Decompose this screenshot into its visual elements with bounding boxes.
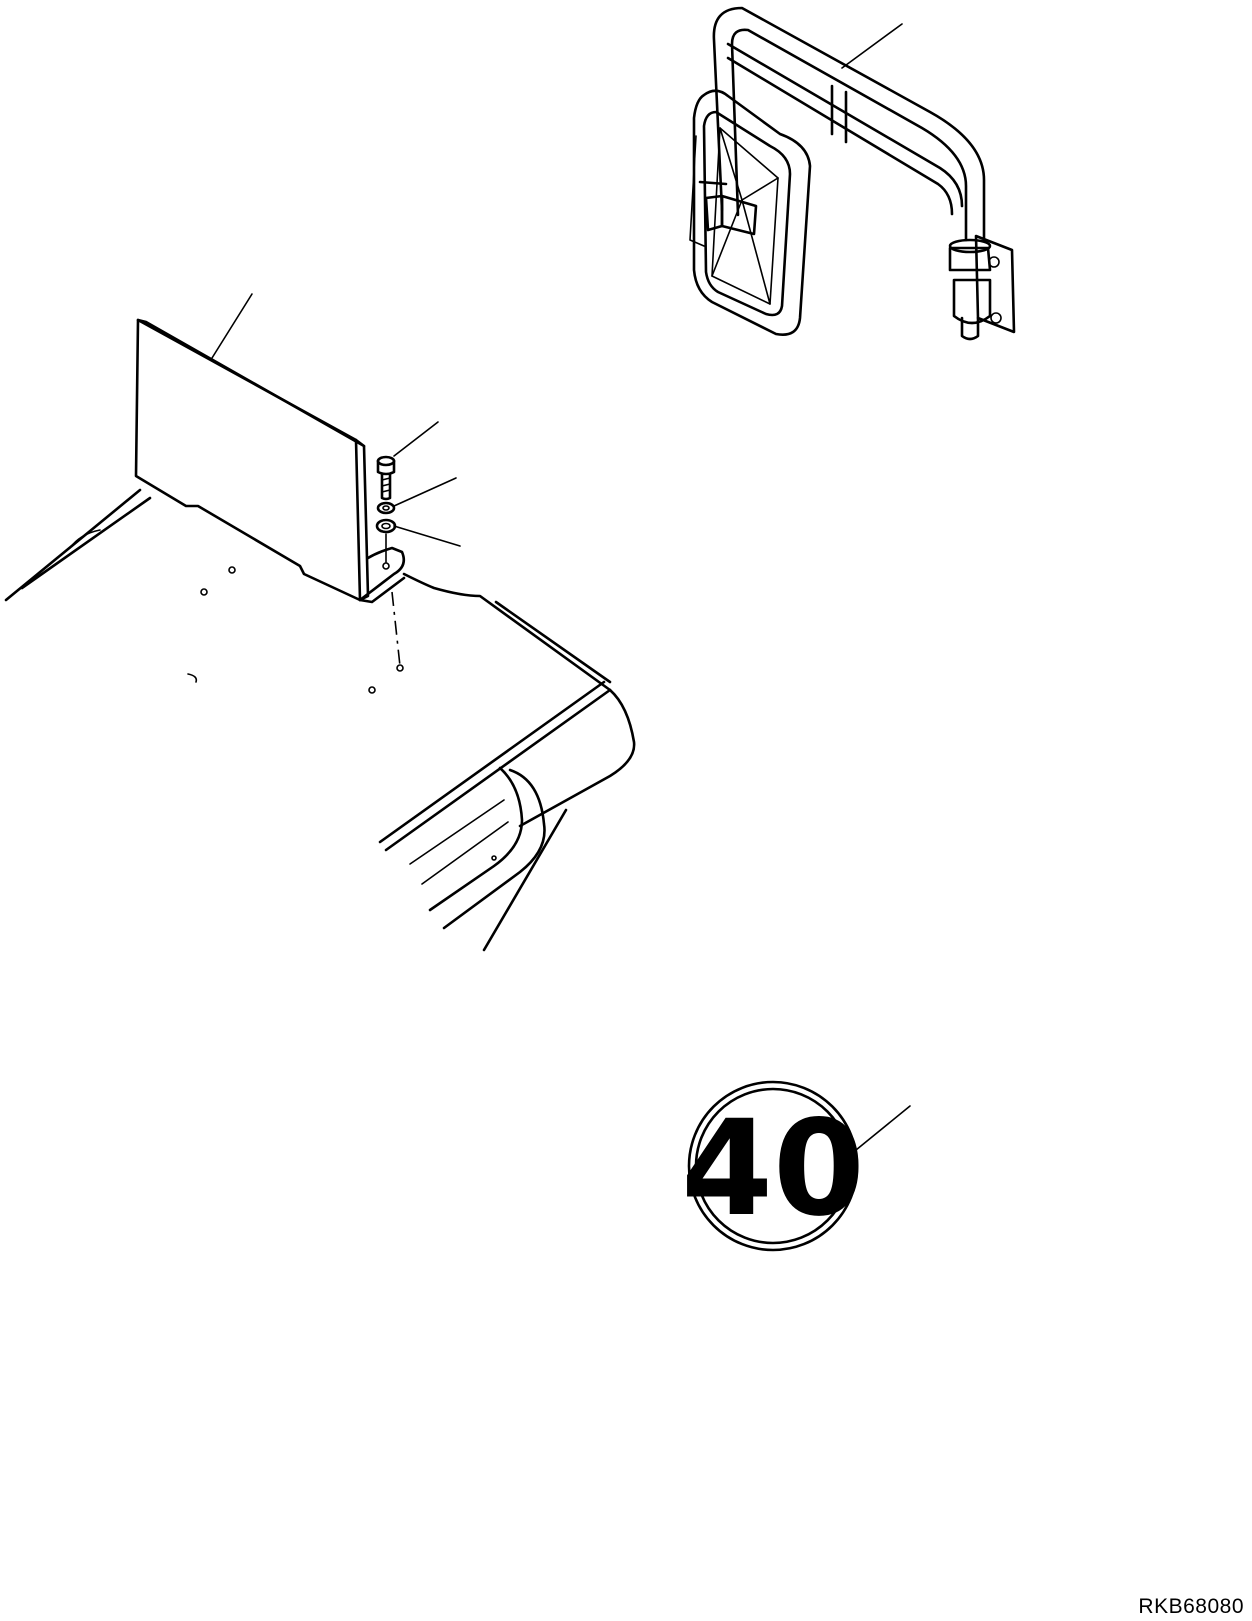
mirror-head — [690, 91, 810, 335]
drawing-code: RKB68080 — [1138, 1595, 1244, 1618]
flat-washer — [377, 520, 395, 532]
bolt — [378, 457, 394, 499]
sign-leader-line — [856, 1106, 910, 1150]
plate-leader-line — [212, 294, 252, 358]
sign-number: 40 — [681, 1092, 865, 1246]
spring-washer-leader-line — [394, 478, 456, 506]
mirror-pivot-bracket — [950, 236, 1014, 339]
flat-washer-leader-line — [394, 526, 460, 546]
speed-sign: 40 — [681, 1082, 910, 1250]
bolt-leader-line — [394, 422, 438, 456]
assembly-axis-lower — [392, 592, 400, 666]
spring-washer — [378, 503, 394, 513]
mirror-leader-line — [842, 24, 902, 68]
fender-outline — [6, 490, 634, 950]
mirror-stay — [714, 8, 984, 240]
mounting-plate — [136, 320, 404, 602]
mirror-assembly — [690, 8, 1014, 339]
plate-assembly — [6, 294, 634, 950]
